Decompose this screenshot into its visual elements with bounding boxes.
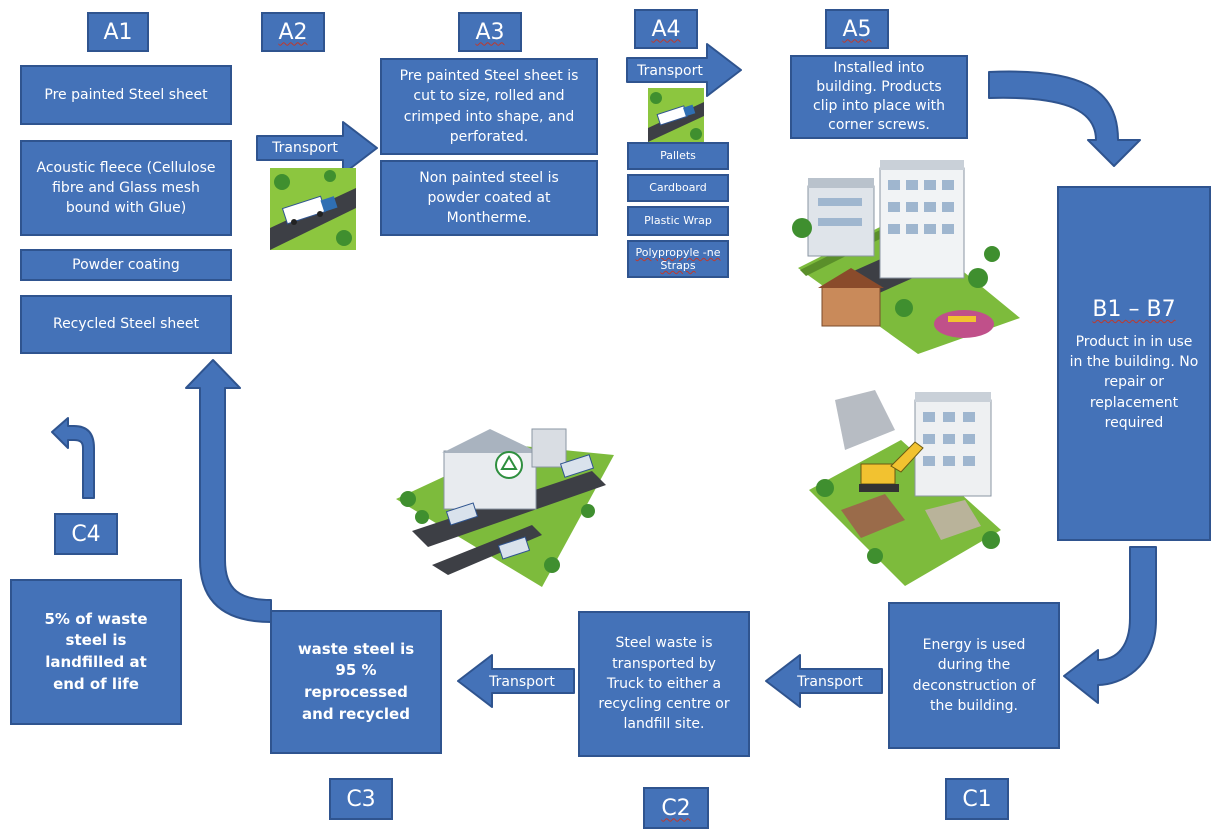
stage-label-c3-text: C3 xyxy=(346,786,376,812)
building-scene-a5 xyxy=(792,160,1020,354)
a4-cardboard-box: Cardboard xyxy=(627,174,729,202)
truck-scene-a2 xyxy=(270,168,356,250)
stage-label-a4-text: A4 xyxy=(651,16,681,42)
stage-label-a5-text: A5 xyxy=(842,16,872,42)
transport-arrow-c3 xyxy=(457,654,575,708)
excavator-icon xyxy=(859,441,924,492)
small-arrow-c4 xyxy=(51,417,95,499)
stage-label-c1: C1 xyxy=(945,778,1009,820)
stage-label-a1: A1 xyxy=(87,12,149,52)
a3-cut-box: Pre painted Steel sheet is cut to size, … xyxy=(380,58,598,155)
stage-label-a3: A3 xyxy=(458,12,522,52)
stage-label-a2-text: A2 xyxy=(278,19,308,45)
building-icon xyxy=(914,392,992,497)
stage-label-a5: A5 xyxy=(825,9,889,49)
stage-label-c4: C4 xyxy=(54,513,118,555)
stage-label-a3-text: A3 xyxy=(475,19,505,45)
stage-label-a4: A4 xyxy=(634,9,698,49)
recycling-icon xyxy=(495,451,523,479)
stage-label-a2: A2 xyxy=(261,12,325,52)
a4-straps-text: Polypropyle -ne Straps xyxy=(635,245,721,272)
a4-wrap-box: Plastic Wrap xyxy=(627,206,729,236)
c3-recycled-box: waste steel is 95 % reprocessed and recy… xyxy=(270,610,442,754)
a4-straps-box: Polypropyle -ne Straps xyxy=(627,240,729,278)
a1-acoustic-box: Acoustic fleece (Cellulose fibre and Gla… xyxy=(20,140,232,236)
transport-label-a2: Transport xyxy=(272,140,338,156)
truck-icon xyxy=(656,104,696,126)
transport-arrow-a2 xyxy=(256,121,378,175)
a3-non-painted-box: Non painted steel is powder coated at Mo… xyxy=(380,160,598,236)
curved-arrow-a5-b xyxy=(988,70,1141,167)
a1-powder-box: Powder coating xyxy=(20,249,232,281)
c1-energy-box: Energy is used during the deconstruction… xyxy=(888,602,1060,749)
b-in-use-box: B1 – B7 Product in in use in the buildin… xyxy=(1057,186,1211,541)
transport-label-c3: Transport xyxy=(489,674,555,690)
b-stage-title: B1 – B7 xyxy=(1092,296,1176,322)
a4-pallets-box: Pallets xyxy=(627,142,729,170)
transport-arrow-a4 xyxy=(626,43,742,97)
stage-label-c2: C2 xyxy=(643,787,709,829)
stage-label-c2-text: C2 xyxy=(661,795,691,821)
b-in-use-text: Product in in use in the building. No re… xyxy=(1069,333,1199,431)
c4-landfill-box: 5% of waste steel is landfilled at end o… xyxy=(10,579,182,725)
curved-arrow-c3-a1 xyxy=(185,359,272,623)
stage-label-c3: C3 xyxy=(329,778,393,820)
a1-pre-painted-box: Pre painted Steel sheet xyxy=(20,65,232,125)
transport-label-c2: Transport xyxy=(797,674,863,690)
transport-label-a4: Transport xyxy=(637,63,703,79)
curved-arrow-b-c1 xyxy=(1063,546,1157,704)
transport-arrow-c2 xyxy=(765,654,883,708)
a5-installed-box: Installed into building. Products clip i… xyxy=(790,55,968,139)
a1-recycled-box: Recycled Steel sheet xyxy=(20,295,232,354)
recycling-scene xyxy=(396,428,614,587)
demolition-scene-c1 xyxy=(809,390,1001,586)
stage-label-c1-text: C1 xyxy=(962,786,992,812)
stage-label-a1-text: A1 xyxy=(103,19,133,45)
truck-icon xyxy=(281,195,338,225)
truck-icon xyxy=(445,454,595,560)
building-icon xyxy=(807,160,965,327)
stage-label-c4-text: C4 xyxy=(71,521,101,547)
truck-scene-a4 xyxy=(648,88,704,142)
c2-transport-box: Steel waste is transported by Truck to e… xyxy=(578,611,750,757)
